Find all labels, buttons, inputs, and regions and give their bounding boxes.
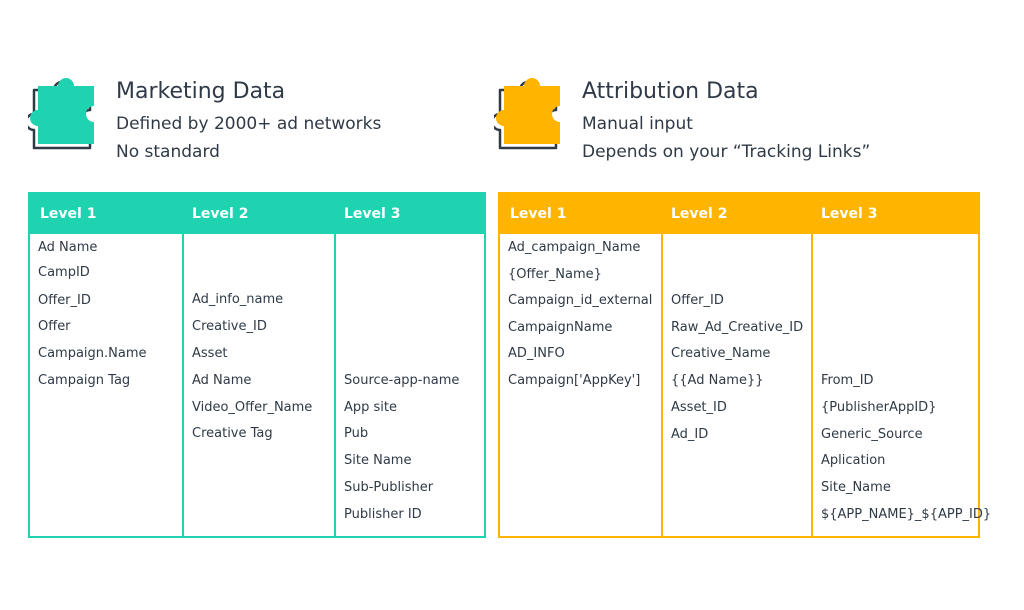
table-cell: Campaign_id_external	[508, 293, 653, 308]
puzzle-piece-icon	[28, 78, 94, 150]
table-cell: Ad_info_name	[192, 292, 284, 307]
marketing-level-3-column: Source-app-name App site Pub Site Name S…	[334, 234, 484, 536]
column-header-level-2: Level 2	[192, 206, 249, 222]
attribution-subtitle-1: Manual input	[582, 114, 693, 134]
table-cell: Campaign.Name	[38, 346, 147, 361]
puzzle-piece-icon	[494, 78, 560, 150]
table-cell: Asset	[192, 346, 228, 361]
column-header-level-3: Level 3	[821, 206, 878, 222]
table-cell: Generic_Source	[821, 427, 923, 442]
attribution-title: Attribution Data	[582, 79, 759, 104]
attribution-level-1-column: Ad_campaign_Name {Offer_Name} Campaign_i…	[500, 234, 661, 536]
table-cell: Offer	[38, 319, 71, 334]
table-cell: Campaign['AppKey']	[508, 373, 641, 388]
column-header-level-3: Level 3	[344, 206, 401, 222]
table-cell: Ad_ID	[671, 427, 709, 442]
attribution-level-3-column: From_ID {PublisherAppID} Generic_Source …	[811, 234, 991, 536]
table-cell: Raw_Ad_Creative_ID	[671, 320, 804, 335]
table-cell: Source-app-name	[344, 373, 460, 388]
table-cell: Site_Name	[821, 480, 891, 495]
table-cell: Campaign Tag	[38, 373, 131, 388]
table-cell: Pub	[344, 426, 369, 441]
table-cell: Creative_ID	[192, 319, 267, 334]
column-header-level-2: Level 2	[671, 206, 728, 222]
column-header-level-1: Level 1	[510, 206, 567, 222]
table-cell: CampaignName	[508, 320, 613, 335]
marketing-table-header: Level 1 Level 2 Level 3	[30, 194, 484, 234]
table-cell: From_ID	[821, 373, 874, 388]
table-cell: Offer_ID	[38, 293, 91, 308]
table-cell: Asset_ID	[671, 400, 727, 415]
table-cell: AD_INFO	[508, 346, 565, 361]
table-cell: Aplication	[821, 453, 886, 468]
table-cell: {Offer_Name}	[508, 267, 602, 282]
table-cell: Ad Name	[38, 240, 98, 255]
attribution-subtitle-2: Depends on your “Tracking Links”	[582, 142, 871, 162]
table-cell: {{Ad Name}}	[671, 373, 764, 388]
table-cell: ${APP_NAME}_${APP_ID}	[821, 507, 992, 522]
marketing-subtitle-1: Defined by 2000+ ad networks	[116, 114, 382, 134]
attribution-table-header: Level 1 Level 2 Level 3	[500, 194, 978, 234]
attribution-table: Level 1 Level 2 Level 3 Ad_campaign_Name…	[498, 192, 991, 538]
table-cell: Creative_Name	[671, 346, 771, 361]
marketing-table: Level 1 Level 2 Level 3 Ad Name CampID O…	[28, 192, 486, 538]
table-cell: CampID	[38, 265, 90, 280]
table-cell: Ad_campaign_Name	[508, 240, 641, 255]
table-cell: Creative Tag	[192, 426, 273, 441]
marketing-subtitle-2: No standard	[116, 142, 220, 162]
attribution-level-2-column: Offer_ID Raw_Ad_Creative_ID Creative_Nam…	[661, 234, 811, 536]
table-cell: Site Name	[344, 453, 412, 468]
marketing-title: Marketing Data	[116, 79, 286, 104]
table-cell: Publisher ID	[344, 507, 422, 522]
column-header-level-1: Level 1	[40, 206, 97, 222]
marketing-level-1-column: Ad Name CampID Offer_ID Offer Campaign.N…	[30, 234, 182, 536]
table-cell: Sub-Publisher	[344, 480, 434, 495]
table-cell: Video_Offer_Name	[192, 400, 313, 415]
table-cell: Ad Name	[192, 373, 252, 388]
table-cell: App site	[344, 400, 398, 415]
table-cell: Offer_ID	[671, 293, 724, 308]
table-cell: {PublisherAppID}	[821, 400, 937, 415]
marketing-level-2-column: Ad_info_name Creative_ID Asset Ad Name V…	[182, 234, 334, 536]
